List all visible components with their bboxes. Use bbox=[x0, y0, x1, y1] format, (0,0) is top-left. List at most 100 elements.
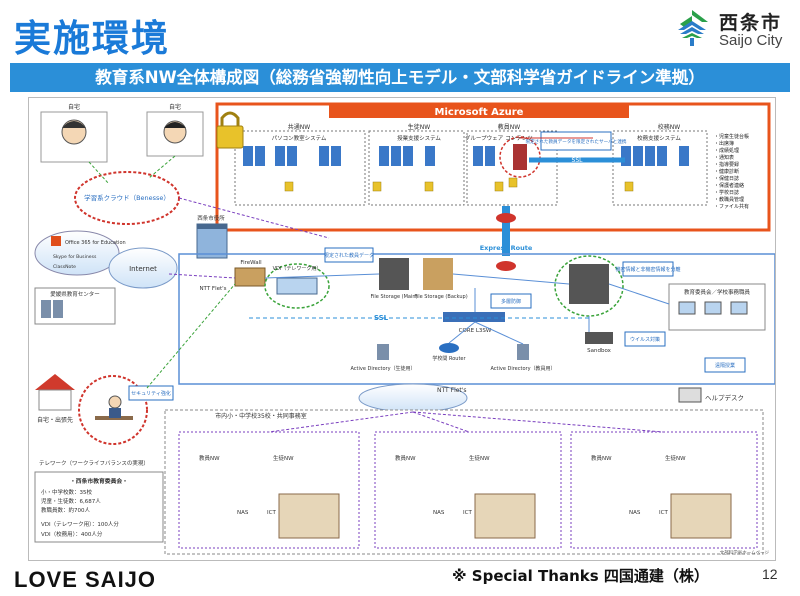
svg-text:機密情報と非機密情報を分離: 機密情報と非機密情報を分離 bbox=[615, 266, 680, 273]
svg-text:学習系クラウド（Benesse）: 学習系クラウド（Benesse） bbox=[84, 193, 170, 202]
svg-text:・出席簿: ・出席簿 bbox=[714, 140, 734, 147]
svg-text:限定された教員データ: 限定された教員データ bbox=[324, 252, 374, 259]
svg-text:ICT: ICT bbox=[463, 510, 472, 516]
svg-text:Sandbox: Sandbox bbox=[587, 348, 612, 354]
svg-text:VDI（校務用）：400人分: VDI（校務用）：400人分 bbox=[41, 530, 103, 538]
svg-text:児童・生徒数：6,687人: 児童・生徒数：6,687人 bbox=[41, 497, 101, 505]
subsystem-label: 校務支援システム bbox=[637, 134, 681, 142]
svg-text:・保健日誌: ・保健日誌 bbox=[714, 175, 739, 182]
home-travel: 自宅・出張先 bbox=[35, 374, 75, 424]
source-note: 文部科学省ホームページ bbox=[720, 549, 770, 556]
svg-text:・児童生徒台帳: ・児童生徒台帳 bbox=[714, 133, 749, 140]
svg-text:教員NW: 教員NW bbox=[199, 454, 220, 462]
vdi-servers-admin bbox=[554, 255, 624, 317]
svg-text:ICT: ICT bbox=[267, 510, 276, 516]
azure-col-label: 校務NW bbox=[658, 123, 680, 131]
express-route: Express Route bbox=[480, 206, 533, 271]
svg-text:Express Route: Express Route bbox=[480, 244, 533, 252]
svg-text:教育委員会／学校事務職員: 教育委員会／学校事務職員 bbox=[684, 288, 751, 296]
subsystem-label: パソコン教室システム bbox=[272, 134, 327, 142]
azure-servers bbox=[243, 146, 689, 166]
svg-text:VDI（テレワーク用）: VDI（テレワーク用） bbox=[273, 266, 322, 272]
azure-col-label: 教員NW bbox=[498, 123, 520, 131]
svg-text:自宅: 自宅 bbox=[169, 103, 181, 111]
svg-text:遠隔授業: 遠隔授業 bbox=[715, 362, 735, 369]
svg-text:西条市役所: 西条市役所 bbox=[197, 214, 225, 222]
azure-region bbox=[215, 102, 771, 232]
internet-cloud: Internet bbox=[108, 247, 178, 289]
svg-text:生徒NW: 生徒NW bbox=[273, 454, 294, 462]
data-center: 愛媛県教育センター bbox=[34, 287, 116, 325]
svg-text:教職員数：約700人: 教職員数：約700人 bbox=[41, 506, 90, 514]
highlight-ring bbox=[499, 136, 541, 178]
diagram-canvas: Microsoft Azure 共通NW 生徒NW 教員NW 校務NW パソコン… bbox=[34, 102, 776, 556]
azure-note: 限定された教員データを限定されたサーバと連携 bbox=[525, 138, 626, 145]
svg-text:Office 365 for Education: Office 365 for Education bbox=[65, 240, 126, 246]
page-title: 実施環境 bbox=[14, 17, 170, 60]
svg-text:Active Directory（生徒用）: Active Directory（生徒用） bbox=[350, 365, 415, 372]
home-students: 自宅 自宅 bbox=[40, 103, 204, 163]
network-diagram: Microsoft Azure 共通NW 生徒NW 教員NW 校務NW パソコン… bbox=[28, 97, 776, 561]
svg-text:NAS: NAS bbox=[433, 510, 445, 516]
svg-text:教員NW: 教員NW bbox=[395, 454, 416, 462]
azure-column-admin: 校務NW bbox=[612, 123, 708, 206]
svg-text:File Storage (Main): File Storage (Main) bbox=[371, 294, 418, 300]
saijo-logo-mark-icon bbox=[678, 10, 708, 46]
subsystem-label: 授業支援システム bbox=[397, 134, 441, 142]
schools-area: 市内小・中学校35校・共同事務室 教員NW 生徒NW 教員NW 生徒NW 教員N… bbox=[164, 409, 764, 555]
ssl-label: SSL bbox=[572, 157, 584, 164]
svg-text:ウイルス対策: ウイルス対策 bbox=[630, 336, 660, 343]
svg-text:自宅: 自宅 bbox=[68, 103, 80, 111]
svg-text:教員NW: 教員NW bbox=[591, 454, 612, 462]
stats-box: ・西条市教育委員会・ 小・中学校数：35校 児童・生徒数：6,687人 教職員数… bbox=[34, 471, 164, 543]
firewall: FireWall bbox=[234, 260, 266, 287]
svg-text:生徒NW: 生徒NW bbox=[469, 454, 490, 462]
svg-text:Internet: Internet bbox=[129, 265, 157, 273]
svg-text:・通知表: ・通知表 bbox=[714, 154, 734, 161]
section-banner: 教育系NW全体構成図（総務省強靭性向上モデル・文部科学省ガイドライン準拠） bbox=[10, 63, 790, 92]
azure-column-teacher: 教員NW bbox=[466, 123, 558, 206]
svg-text:・教職員管理: ・教職員管理 bbox=[714, 196, 744, 203]
helpdesk: ヘルプデスク bbox=[678, 387, 744, 403]
connection-lines bbox=[88, 137, 670, 433]
azure-label: Microsoft Azure bbox=[435, 107, 524, 118]
sandbox: Sandbox bbox=[585, 332, 613, 354]
cloud-services: Office 365 for Education Skype for Busin… bbox=[34, 230, 126, 276]
special-thanks-note: ※ Special Thanks 四国通建（株） bbox=[452, 567, 709, 585]
azure-column-student: 生徒NW bbox=[368, 123, 465, 206]
svg-text:ヘルプデスク: ヘルプデスク bbox=[705, 393, 744, 402]
board-office: 教育委員会／学校事務職員 bbox=[668, 283, 766, 331]
svg-text:CORE L3SW: CORE L3SW bbox=[459, 328, 492, 334]
vdi-telework: VDI（テレワーク用） bbox=[264, 263, 330, 309]
svg-text:・西条市教育委員会・: ・西条市教育委員会・ bbox=[70, 477, 128, 485]
svg-text:小・中学校数：35校: 小・中学校数：35校 bbox=[41, 488, 92, 496]
file-storage: File Storage (Main) File Storage (Backup… bbox=[371, 258, 468, 300]
svg-text:・成績処理: ・成績処理 bbox=[714, 147, 739, 154]
learning-cloud: 学習系クラウド（Benesse） bbox=[74, 171, 180, 225]
telework-label: テレワーク（ワークライフバランスの実現） bbox=[39, 459, 149, 467]
svg-text:市内小・中学校35校・共同事務室: 市内小・中学校35校・共同事務室 bbox=[215, 412, 307, 420]
core-switch: CORE L3SW bbox=[443, 312, 505, 334]
azure-column-common: 共通NW bbox=[234, 123, 366, 206]
active-directory: Active Directory（生徒用） Active Directory（教… bbox=[350, 344, 556, 372]
svg-text:Skype for Business: Skype for Business bbox=[53, 254, 97, 260]
azure-col-label: 生徒NW bbox=[408, 123, 430, 131]
ntt-flets-cloud-label: NTT Flet's bbox=[437, 387, 467, 394]
saijo-city-logo: 西条市 Saijo City bbox=[672, 6, 792, 54]
svg-text:セキュリティ強化: セキュリティ強化 bbox=[131, 390, 171, 397]
svg-text:・指導要録: ・指導要録 bbox=[714, 161, 739, 168]
svg-text:学校間 Router: 学校間 Router bbox=[432, 355, 466, 362]
svg-text:・健康診断: ・健康診断 bbox=[714, 168, 739, 175]
svg-text:・学校日誌: ・学校日誌 bbox=[714, 189, 739, 196]
padlock-icon bbox=[216, 111, 244, 149]
teacher-server-highlight bbox=[513, 144, 527, 170]
svg-text:自宅・出張先: 自宅・出張先 bbox=[37, 416, 73, 424]
svg-text:FireWall: FireWall bbox=[240, 260, 262, 266]
svg-text:多層防御: 多層防御 bbox=[501, 298, 521, 305]
security-key-icons bbox=[284, 177, 634, 192]
callouts: セキュリティ強化 限定された教員データ 多層防御 機密情報と非機密情報を分離 ウ… bbox=[128, 247, 746, 401]
svg-text:・保護者連絡: ・保護者連絡 bbox=[714, 182, 744, 189]
svg-text:Active Directory（教員用）: Active Directory（教員用） bbox=[490, 365, 555, 372]
svg-text:NAS: NAS bbox=[629, 510, 641, 516]
svg-text:・ファイル共有: ・ファイル共有 bbox=[714, 203, 749, 210]
